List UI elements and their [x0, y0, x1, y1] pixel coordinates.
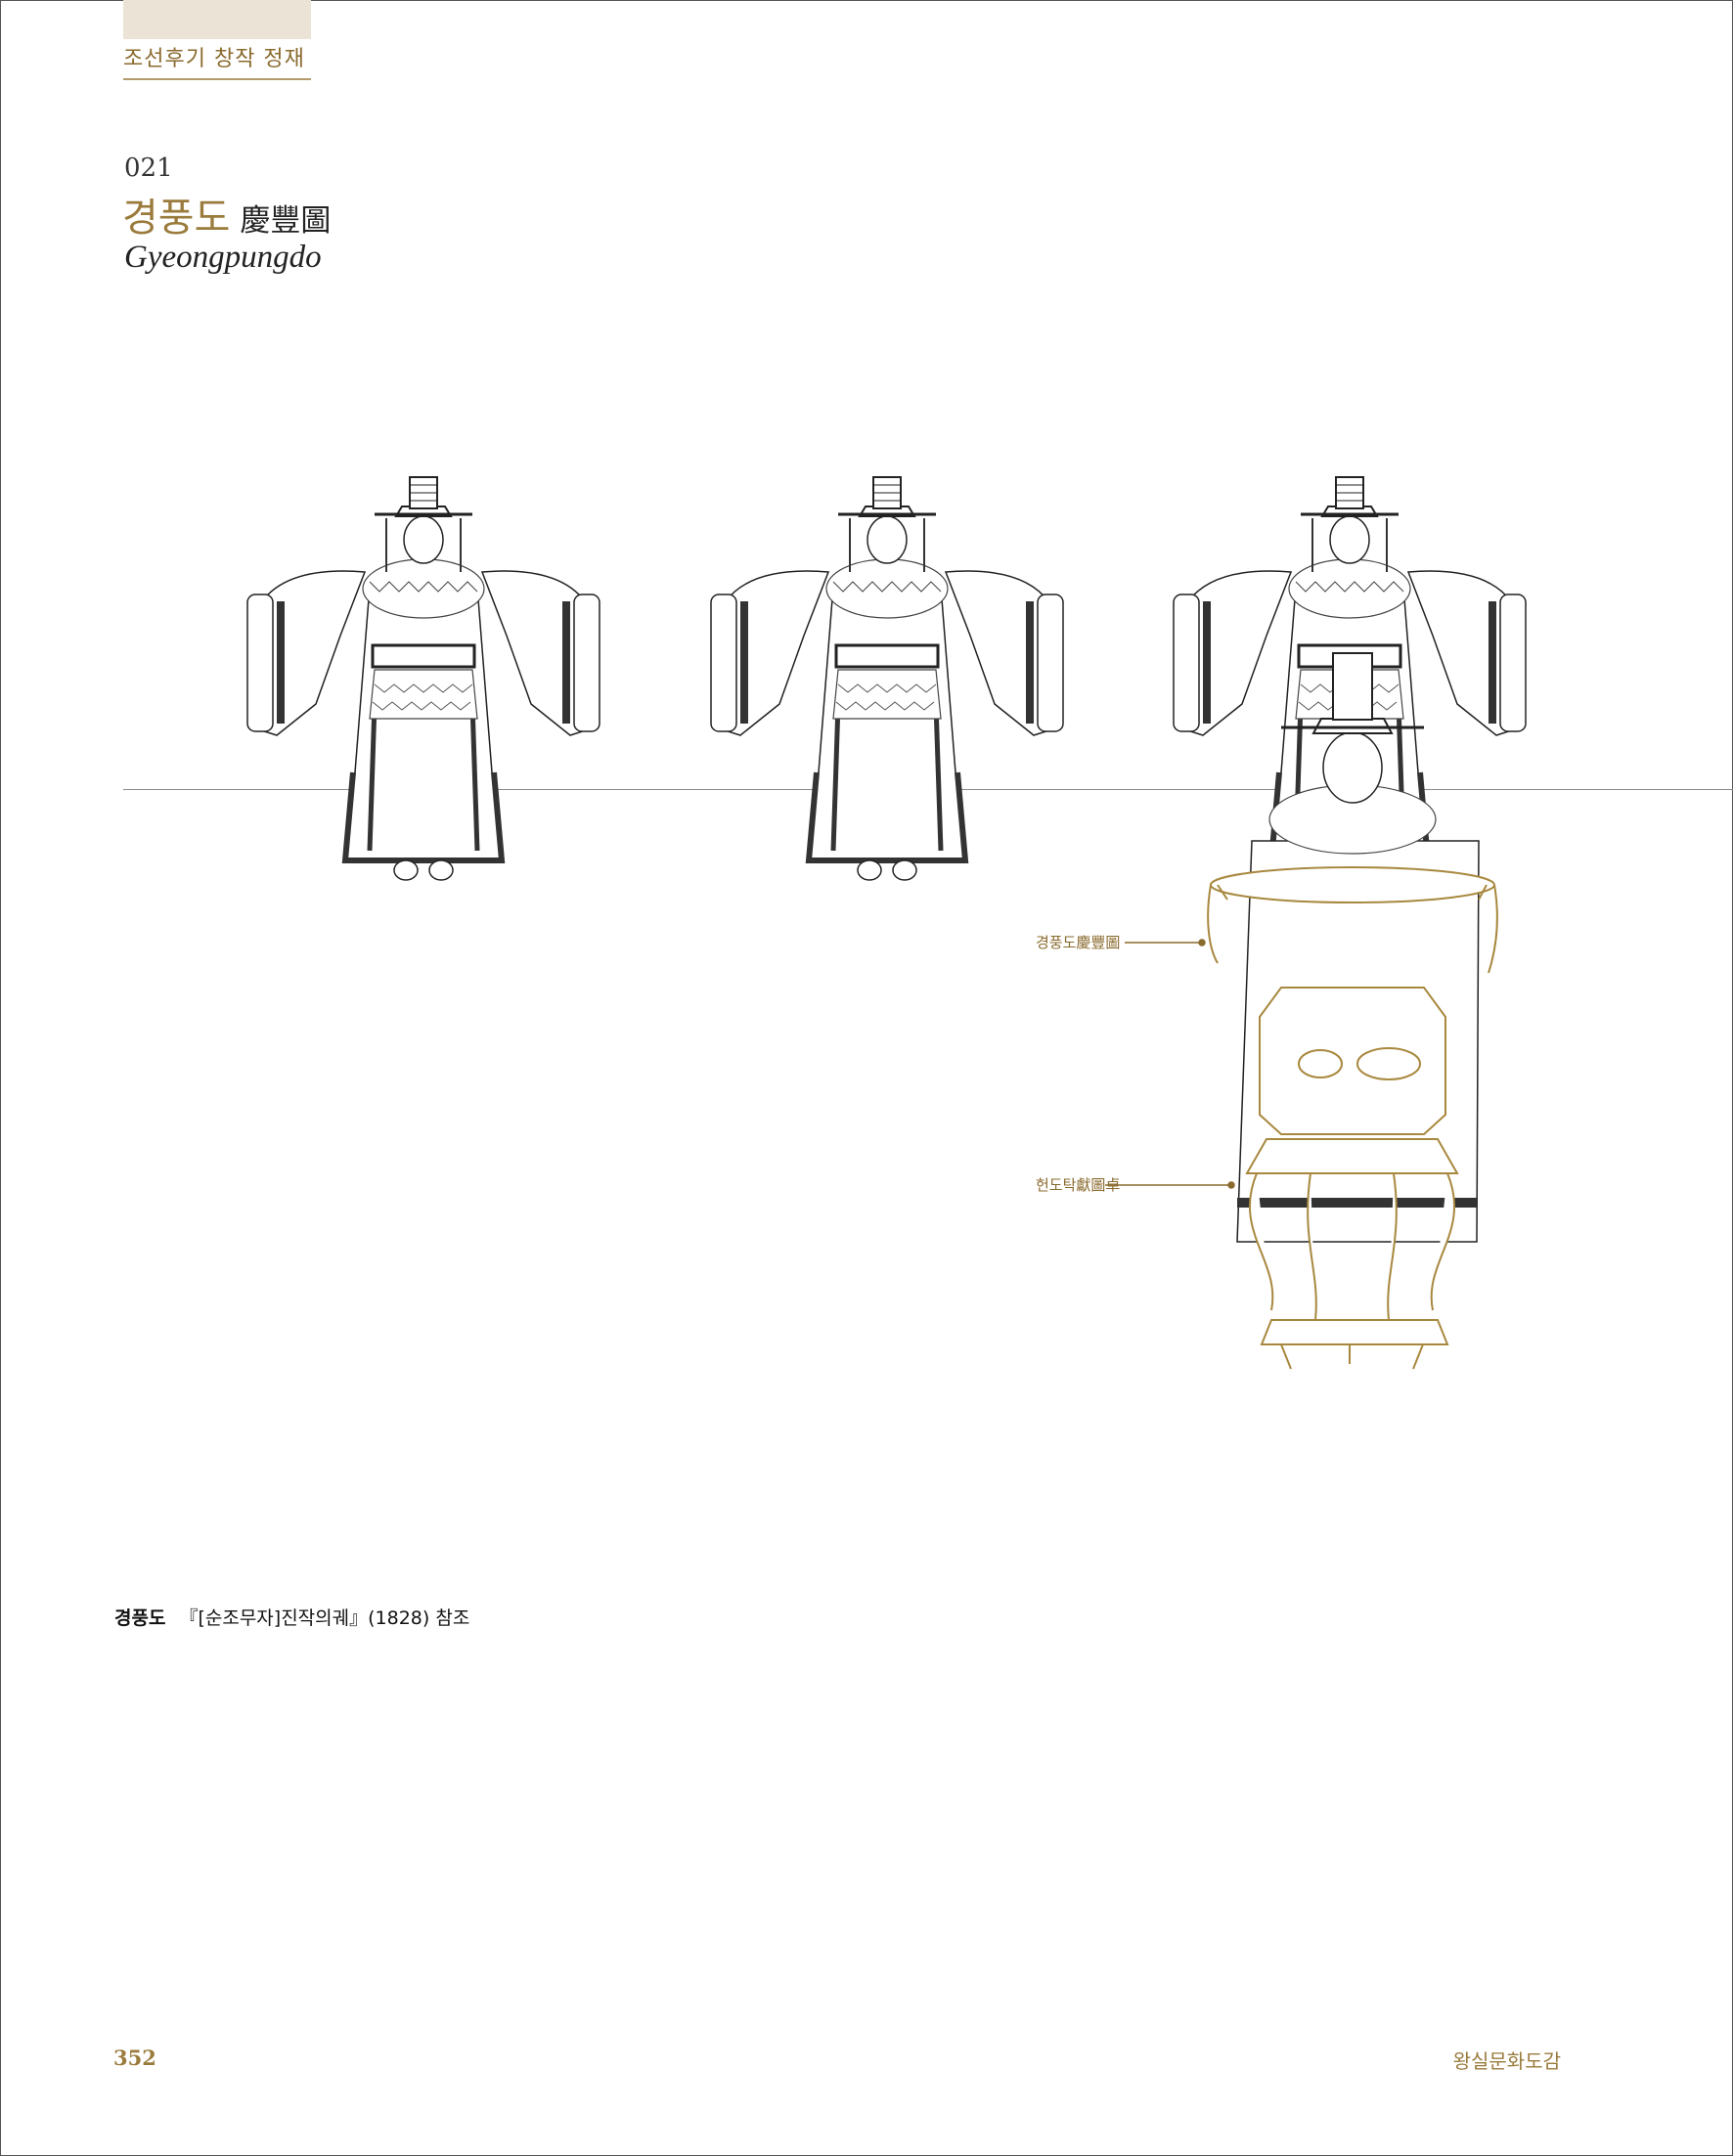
callout-leaders [1105, 939, 1235, 1189]
section-tab: 조선후기 창작 정재 [123, 0, 311, 80]
book-title: 왕실문화도감 [1452, 2049, 1561, 2073]
entry-title-korean: 경풍도 [122, 196, 231, 241]
section-label: 조선후기 창작 정재 [123, 41, 311, 80]
entry-number: 021 [124, 154, 173, 183]
dancer-figure-2 [711, 477, 1063, 880]
heondotak-table [1245, 987, 1459, 1370]
callout-gyeongpungdo: 경풍도慶豐圖 [1036, 934, 1121, 951]
figure-caption: 경풍도 『[순조무자]진작의궤』(1828) 참조 [114, 1604, 469, 1630]
page-number: 352 [113, 2046, 156, 2070]
dancers-illustration [0, 0, 1733, 1370]
entry-title-romanized: Gyeongpungdo [124, 240, 322, 275]
dancer-figure-1 [247, 477, 600, 880]
caption-source: 『[순조무자]진작의궤』(1828) 참조 [179, 1607, 470, 1629]
callout-heondotak: 헌도탁獻圖卓 [1036, 1176, 1121, 1194]
gyeongpungdo-tray [1207, 866, 1498, 974]
section-tab-fill [123, 0, 311, 39]
caption-title: 경풍도 [114, 1607, 166, 1629]
entry-title-hanja: 慶豐圖 [240, 203, 332, 239]
